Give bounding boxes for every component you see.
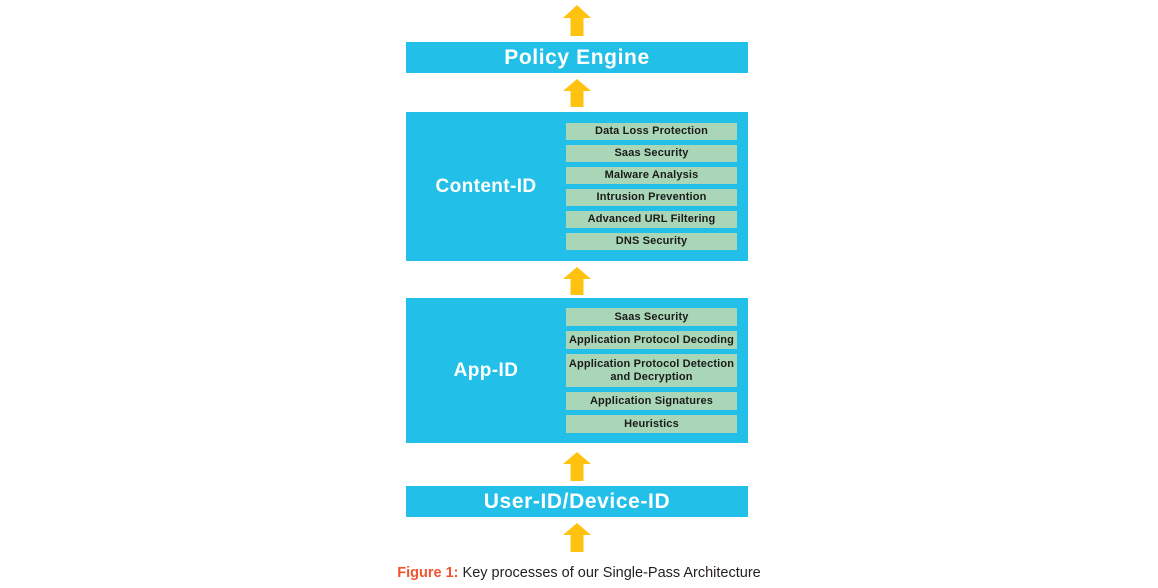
content-id-block: Content-ID Data Loss Protection Saas Sec…	[406, 112, 748, 261]
app-id-item: Saas Security	[566, 308, 737, 326]
app-id-item: Heuristics	[566, 415, 737, 433]
figure-caption: Figure 1: Key processes of our Single-Pa…	[0, 563, 1158, 583]
app-id-title: App-ID	[453, 359, 519, 381]
app-id-item-list: Saas Security Application Protocol Decod…	[566, 308, 748, 433]
content-id-item: DNS Security	[566, 233, 737, 250]
content-id-item: Advanced URL Filtering	[566, 211, 737, 228]
arrow-into-policy-engine-top-icon	[562, 5, 592, 36]
content-id-item: Data Loss Protection	[566, 123, 737, 140]
figure-caption-body: Key processes of our Single-Pass Archite…	[462, 565, 761, 581]
content-id-title: Content-ID	[435, 175, 537, 197]
policy-engine-band: Policy Engine	[406, 42, 748, 73]
content-id-item-list: Data Loss Protection Saas Security Malwa…	[566, 123, 748, 250]
arrow-app-id-to-content-id-icon	[562, 267, 592, 295]
figure-caption-label: Figure 1:	[397, 565, 459, 581]
policy-engine-label: Policy Engine	[504, 45, 650, 69]
app-id-item: Application Signatures	[566, 392, 737, 410]
arrow-content-id-to-policy-engine-icon	[562, 79, 592, 107]
app-id-item: Application Protocol Decoding	[566, 331, 737, 349]
content-id-item: Saas Security	[566, 145, 737, 162]
content-id-item: Malware Analysis	[566, 167, 737, 184]
app-id-block: App-ID Saas Security Application Protoco…	[406, 298, 748, 443]
arrow-user-id-to-app-id-icon	[562, 452, 592, 481]
arrow-into-user-id-bottom-icon	[562, 523, 592, 552]
content-id-item: Intrusion Prevention	[566, 189, 737, 206]
user-device-id-band: User-ID/Device-ID	[406, 486, 748, 517]
user-device-id-label: User-ID/Device-ID	[483, 489, 671, 513]
app-id-item: Application Protocol Detection and Decry…	[566, 354, 737, 387]
